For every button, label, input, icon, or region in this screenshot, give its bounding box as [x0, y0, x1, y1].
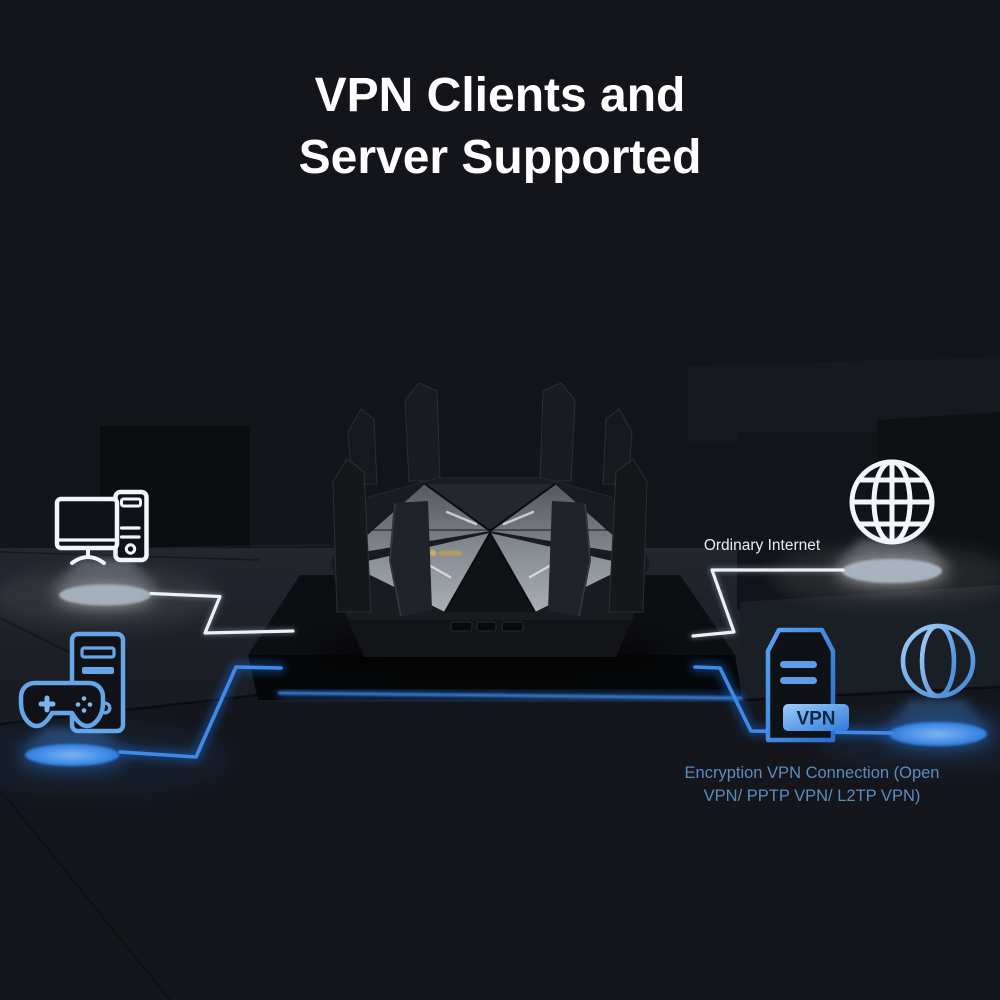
light-pad-gaming: [25, 744, 119, 766]
pillar-edge: [578, 503, 591, 617]
ordinary-internet-label: Ordinary Internet: [704, 537, 821, 554]
light-pad-globe-blue: [889, 722, 987, 746]
brand-logo-icon: [429, 549, 437, 557]
ordinary-internet-globe: [849, 459, 935, 545]
vpn-badge: [783, 704, 849, 731]
light-cone-desktop: [45, 560, 165, 593]
router-body-edge: [367, 477, 613, 498]
monitor-base: [70, 555, 106, 565]
pc-tower-slot: [120, 497, 142, 508]
floor-foreground: [0, 686, 1000, 1000]
usb-port: [450, 621, 473, 632]
gamepad-icon: [18, 680, 106, 729]
router-antennas-side: [332, 458, 648, 613]
vpn-internet-globe: [900, 623, 976, 699]
light-pad-globe-white: [842, 559, 942, 583]
server-bar: [780, 677, 817, 684]
antenna-blade: [404, 382, 441, 482]
light-pads: [0, 540, 1000, 796]
floor-tile-seam-2: [0, 789, 171, 1000]
vpn-badge-label: VPN: [796, 709, 835, 730]
wifi-router-product: [315, 382, 665, 672]
router-pillar-right: [548, 501, 591, 617]
brand-logo-text: [439, 550, 462, 556]
pillar-edge: [389, 503, 402, 617]
light-pad-desktop: [59, 584, 151, 606]
router-ports: [450, 621, 524, 632]
usb-port: [476, 621, 497, 632]
router-front-face: [348, 620, 632, 657]
gamepad-dpad: [38, 695, 56, 713]
platform-glow-edge: [277, 691, 743, 700]
usb-port: [501, 621, 524, 632]
text-layer: VPN Clients and Server Supported Ordinar…: [299, 69, 940, 805]
vpn-caption-line-1: Encryption VPN Connection (Open: [685, 764, 940, 782]
desktop-computer-icon: [54, 489, 149, 565]
antenna-blade: [332, 458, 372, 613]
pc-tower-button: [124, 543, 137, 555]
server-bar: [780, 661, 817, 668]
router-facet-dark-bottom: [445, 533, 535, 612]
vpn-server-icon: VPN: [765, 627, 849, 743]
router-pillars: [389, 501, 591, 617]
router-logo: [429, 549, 462, 557]
router-facet-dark-top: [425, 484, 555, 531]
gamepad-buttons: [75, 696, 93, 713]
line-router-globe-white: [691, 568, 845, 638]
antenna-blade: [539, 382, 576, 482]
page-title-line-2: Server Supported: [299, 131, 702, 184]
antenna-blade: [608, 458, 648, 613]
router-pillar-left: [389, 501, 432, 617]
gaming-pc-gamepad-icon: [18, 631, 126, 734]
page-title-line-1: VPN Clients and: [315, 69, 686, 122]
gaming-tower-slot: [80, 646, 116, 659]
line-desktop-router: [149, 591, 295, 635]
router-antennas-rear: [347, 382, 633, 485]
gaming-tower-bar: [82, 667, 114, 674]
vpn-caption-line-2: VPN/ PPTP VPN/ L2TP VPN): [704, 787, 921, 805]
line-gaming-router: [118, 665, 283, 759]
connection-lines: [115, 566, 897, 762]
